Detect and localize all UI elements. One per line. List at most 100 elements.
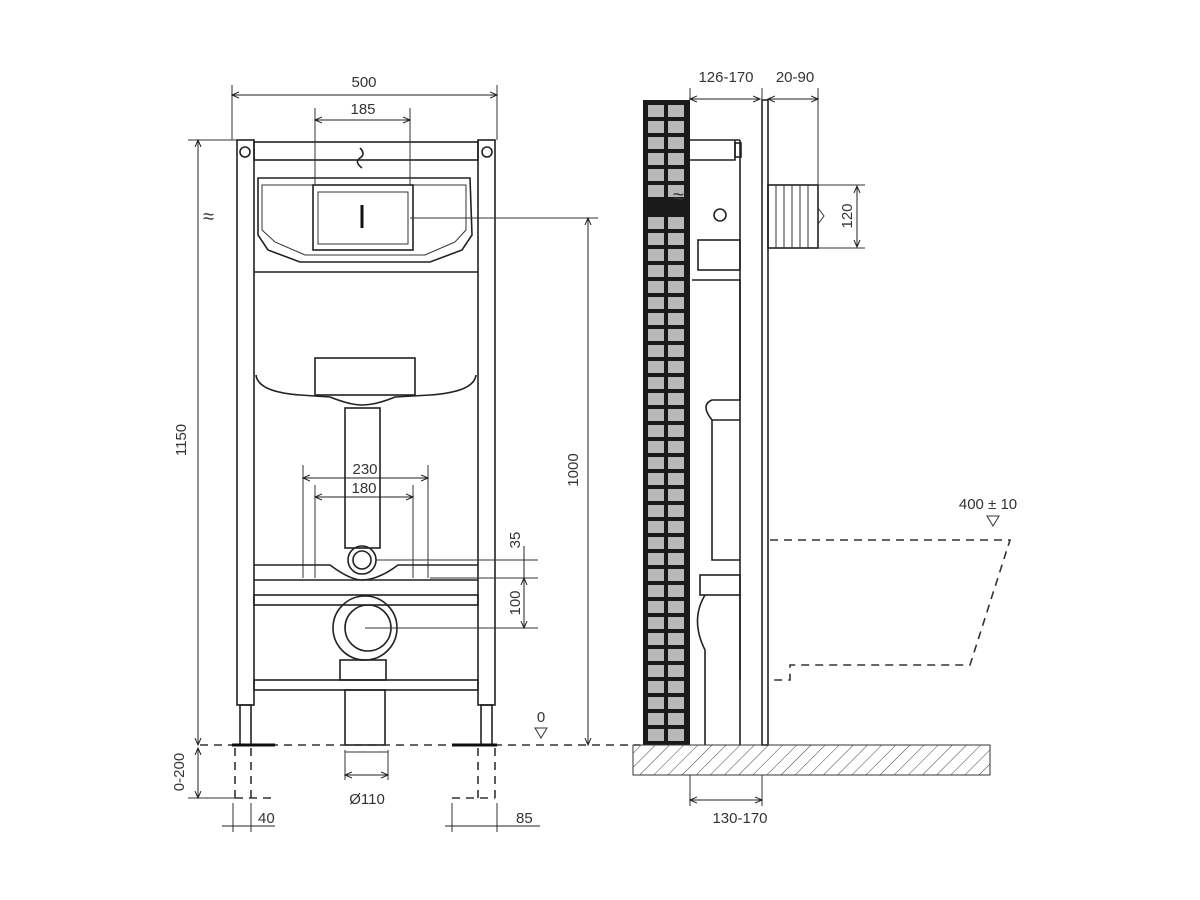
brick: [648, 441, 664, 453]
brick: [668, 457, 684, 469]
brick: [668, 697, 684, 709]
brick: [668, 537, 684, 549]
brick: [668, 617, 684, 629]
dim-base-depth: 130-170: [712, 810, 767, 827]
brick: [668, 249, 684, 261]
dim-inlet-offset: 35: [507, 532, 524, 549]
brick: [668, 265, 684, 277]
brick: [668, 713, 684, 725]
brick: [648, 425, 664, 437]
brick: [668, 313, 684, 325]
dim-drain-diameter: Ø110: [349, 791, 385, 808]
brick: [648, 489, 664, 501]
cistern-bottom: [255, 374, 477, 406]
brick: [648, 345, 664, 357]
flush-button-side: [767, 184, 819, 249]
brick: [668, 665, 684, 677]
brick: [648, 521, 664, 533]
dim-flush-plate-height: 120: [839, 203, 856, 228]
brick: [648, 393, 664, 405]
brick: [648, 601, 664, 613]
brick: [648, 633, 664, 645]
brick: [648, 217, 664, 229]
brick: [668, 521, 684, 533]
brick: [648, 169, 664, 181]
mount-hole-left: [239, 146, 251, 158]
brick: [668, 441, 684, 453]
brick: [668, 137, 684, 149]
brick: [668, 553, 684, 565]
brick: [648, 313, 664, 325]
side-dimensions: 126-170 20-90 120 400 ± 10 130-170: [690, 69, 1017, 827]
dim-leg-adjust: 0-200: [171, 753, 188, 791]
water-symbol-icon: ≈: [203, 206, 214, 228]
dim-bolt-spacing-outer: 230: [352, 461, 377, 478]
brick: [648, 265, 664, 277]
water-inlet-arrow-icon: [356, 147, 364, 169]
brick: [668, 425, 684, 437]
brick: [648, 281, 664, 293]
right-upright: [477, 139, 496, 706]
right-leg: [480, 704, 493, 746]
brick: [668, 377, 684, 389]
brick: [668, 169, 684, 181]
seat-level-marker-icon: [986, 515, 1000, 527]
floor-level-label: 0: [537, 709, 545, 726]
brick: [648, 457, 664, 469]
brick: [648, 121, 664, 133]
brick: [668, 297, 684, 309]
dim-panel-depth: 20-90: [776, 69, 814, 86]
brick: [648, 697, 664, 709]
brick: [648, 329, 664, 341]
brick: [648, 185, 664, 197]
cistern-top: [257, 177, 473, 263]
side-view: ≈: [632, 99, 1012, 776]
floor-hatch: [632, 744, 991, 776]
left-leg: [239, 704, 252, 746]
brick: [668, 681, 684, 693]
brick: [668, 393, 684, 405]
brick: [648, 377, 664, 389]
dim-foot-width: 40: [258, 810, 275, 827]
brick: [648, 233, 664, 245]
brick: [648, 297, 664, 309]
brick: [668, 633, 684, 645]
brick: [668, 505, 684, 517]
brick: [648, 137, 664, 149]
brick: [668, 361, 684, 373]
dim-height-total: 1150: [173, 424, 190, 456]
brick: [648, 361, 664, 373]
mount-hole-right: [481, 146, 493, 158]
brick: [668, 489, 684, 501]
dim-flush-height: 1000: [565, 453, 582, 486]
brick: [648, 729, 664, 741]
brick: [648, 153, 664, 165]
brick: [668, 329, 684, 341]
brick: [648, 105, 664, 117]
brick: [648, 585, 664, 597]
top-crossbar: [253, 141, 479, 161]
brick: [648, 473, 664, 485]
brick: [648, 249, 664, 261]
left-upright: [236, 139, 255, 706]
brick: [648, 617, 664, 629]
brick: [668, 649, 684, 661]
brick: [648, 409, 664, 421]
dim-bolt-spacing-inner: 180: [351, 480, 376, 497]
dim-outlet-offset: 100: [507, 590, 524, 615]
brick: [668, 281, 684, 293]
level-marker-icon: [534, 727, 548, 739]
brick: [648, 665, 664, 677]
brick: [648, 649, 664, 661]
brick: [648, 553, 664, 565]
brick: [668, 569, 684, 581]
dim-flush-plate-width: 185: [350, 101, 375, 118]
front-dimensions: 500 185 1150 ≈ 1000 230 180 35 100 0 0-2…: [171, 74, 598, 832]
brick: [668, 121, 684, 133]
brick: [668, 233, 684, 245]
wall-panel: [761, 99, 769, 746]
dim-frame-depth: 126-170: [698, 69, 753, 86]
brick: [668, 473, 684, 485]
brick: [648, 713, 664, 725]
